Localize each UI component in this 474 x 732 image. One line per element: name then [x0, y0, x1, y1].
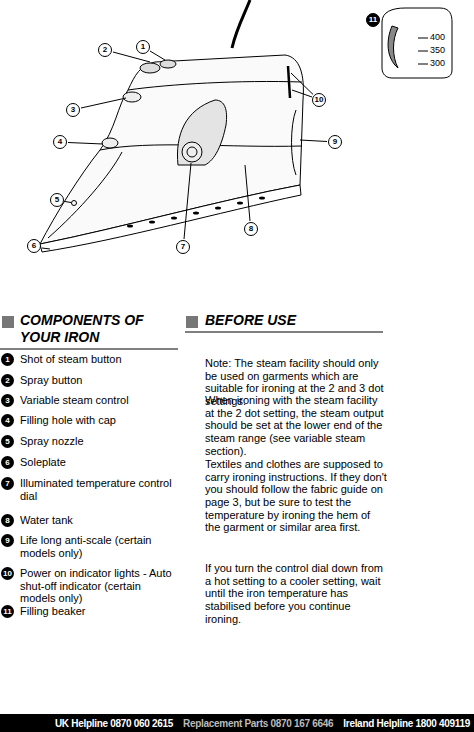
heading-square [2, 316, 14, 328]
callout-number: 7 [176, 240, 190, 254]
beaker-ticks [418, 38, 428, 64]
helpline-text: UK Helpline 0870 060 2615 [55, 718, 173, 729]
callout-number: 5 [50, 193, 64, 207]
heading-rule [185, 332, 383, 333]
steam-holes [127, 197, 265, 228]
section-heading: BEFORE USE [205, 312, 385, 329]
body-text: Soleplate [20, 456, 175, 469]
callout-number: 4 [53, 135, 67, 149]
power-cord [232, 0, 250, 48]
beaker-outline [382, 8, 452, 78]
list-number: 11 [1, 605, 14, 618]
callout-number: 1 [136, 40, 150, 54]
heading-square [186, 316, 198, 328]
filling-beaker [382, 8, 452, 78]
section-heading: COMPONENTS OF YOUR IRON [20, 312, 180, 346]
callout-number: 10 [312, 93, 326, 107]
scale-value: 300 [430, 59, 445, 68]
list-number: 7 [1, 477, 14, 490]
iron-drawing [40, 0, 327, 252]
dial-centre [187, 147, 197, 157]
callout-number: 2 [98, 43, 112, 57]
list-number: 3 [1, 394, 14, 407]
body-text: Spray nozzle [20, 435, 175, 448]
body-text: Water tank [20, 514, 175, 527]
list-number: 8 [1, 514, 14, 527]
helpline-band: UK Helpline 0870 060 2615 Replacement Par… [0, 714, 474, 732]
heading-rule [0, 349, 178, 350]
body-text: Power on indicator lights - Auto shut-of… [20, 567, 175, 605]
anti-scale [292, 110, 297, 175]
body-text: Filling beaker [20, 605, 175, 618]
list-number: 1 [1, 353, 14, 366]
body-text: If you turn the control dial down from a… [205, 562, 387, 625]
list-number: 6 [1, 456, 14, 469]
body-text: Spray button [20, 374, 175, 387]
list-number: 2 [1, 374, 14, 387]
body-text: Filling hole with cap [20, 414, 175, 427]
list-number: 4 [1, 414, 14, 427]
beaker-handle [388, 26, 398, 68]
body-text: Shot of steam button [20, 353, 175, 366]
callout-number: 9 [328, 135, 342, 149]
body-text: Life long anti-scale (certain models onl… [20, 534, 175, 559]
tank-front [48, 152, 122, 238]
body-text: Textiles and clothes are supposed to car… [205, 458, 387, 534]
helpline-text: Ireland Helpline 1800 409119 [343, 718, 470, 729]
body-text: Illuminated temperature control dial [20, 477, 175, 502]
spray-nozzle [72, 201, 77, 206]
body-text: When ironing with the steam facility at … [205, 394, 387, 457]
filling-cap [102, 138, 118, 148]
temperature-dial [182, 142, 202, 162]
callout-number: 6 [27, 239, 41, 253]
steam-button [140, 63, 160, 73]
scale-value: 400 [430, 33, 445, 42]
list-number: 9 [1, 534, 14, 547]
soleplate [40, 185, 301, 252]
scale-value: 350 [430, 46, 445, 55]
list-number: 10 [1, 567, 14, 580]
leader-lines [42, 51, 327, 249]
callout-number: 8 [244, 222, 258, 236]
helpline-text: Replacement Parts 0870 167 6646 [183, 718, 333, 729]
handle-opening [177, 100, 226, 165]
body-text: Variable steam control [20, 394, 175, 407]
list-number: 5 [1, 435, 14, 448]
indicator-lights [288, 66, 290, 98]
callout-number: 11 [366, 13, 380, 27]
steam-control [123, 92, 141, 102]
handle-edge [128, 81, 302, 90]
spray-button [160, 60, 176, 68]
callout-number: 3 [66, 103, 80, 117]
